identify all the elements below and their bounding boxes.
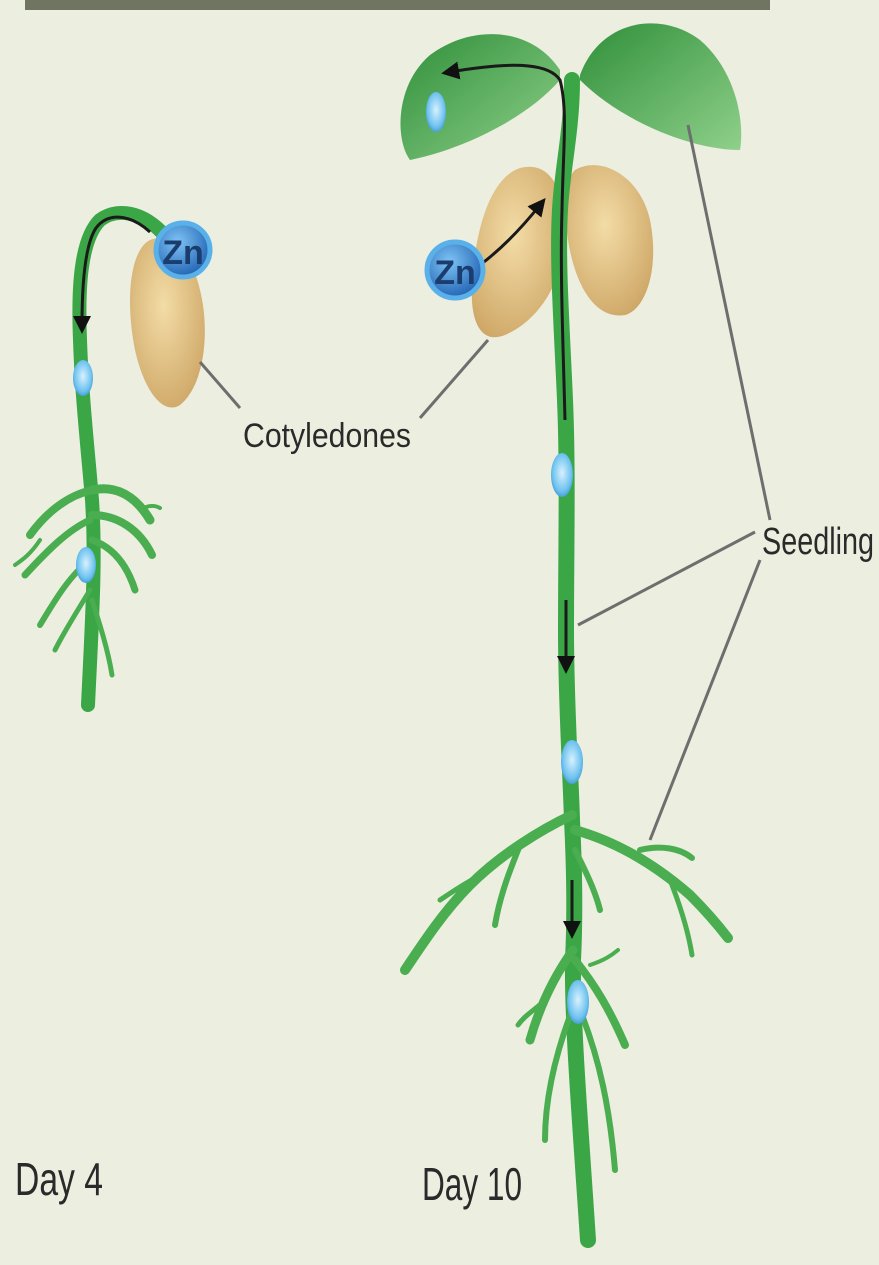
zinc-label-right: Zn	[434, 254, 476, 292]
leaf-left	[400, 34, 560, 160]
top-bar	[25, 0, 770, 10]
seedling-leader-stem	[578, 532, 755, 625]
seedling-leader-leaf	[688, 125, 770, 520]
cotyledon-right-front	[472, 167, 565, 338]
zinc-dot-right-1	[551, 453, 573, 497]
zinc-dot-right-3	[567, 980, 589, 1024]
seedling-label: Seedling	[762, 521, 874, 563]
zinc-dot-left-2	[76, 547, 96, 583]
leaf-right	[580, 23, 741, 150]
day-10-label: Day 10	[422, 1158, 522, 1210]
zinc-label-left: Zn	[162, 234, 204, 272]
zinc-dot-left-1	[73, 360, 93, 396]
cotyledon-leader-right	[420, 340, 488, 418]
seedling-leader-root	[650, 560, 760, 840]
day-4-label: Day 4	[15, 1153, 103, 1205]
cotyledon-right-back	[565, 165, 653, 315]
seedling-day-10: Zn	[400, 23, 741, 1240]
cotyledons-label: Cotyledones	[243, 417, 411, 455]
zinc-dot-right-2	[561, 740, 583, 784]
zinc-dot-right-leaf	[426, 92, 446, 132]
cotyledon-leader-left	[200, 362, 240, 408]
seedling-day-4: Zn	[15, 213, 210, 705]
